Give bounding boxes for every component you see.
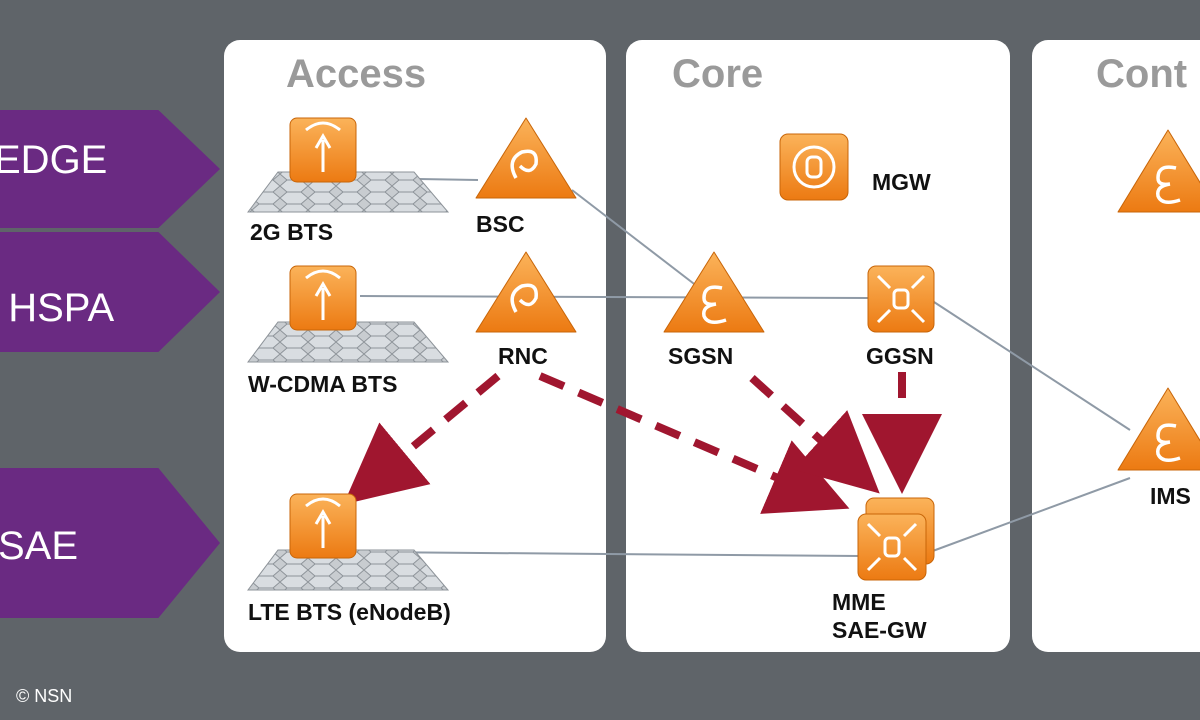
panel-title-access: Access [286, 52, 427, 96]
mme-sae-gw-icon [857, 497, 935, 581]
link-bsc-sgsn [571, 189, 703, 291]
connection-lines [359, 177, 1131, 557]
arrow-sgsn-mme [749, 375, 880, 494]
label-bsc: BSC [476, 211, 525, 237]
bts-lte-icon [247, 493, 450, 591]
bts-wcdma-icon [247, 265, 450, 363]
label-mgw: MGW [872, 169, 931, 195]
migration-arrows [343, 372, 942, 514]
rnc-icon [475, 251, 577, 333]
arrow-rnc-lte [343, 372, 501, 505]
label-mme-sae-gw: MME SAE-GW [832, 589, 927, 643]
label-sgsn: SGSN [668, 343, 734, 369]
link-wcdma-ggsn [359, 295, 869, 299]
panel-title-core: Core [672, 52, 764, 96]
mgw-icon [779, 133, 849, 201]
sgsn-icon [663, 251, 765, 333]
panel-title-control: Cont [1096, 52, 1188, 96]
ims-icon [1117, 387, 1200, 471]
label-lte-bts: LTE BTS (eNodeB) [248, 599, 451, 625]
arrow-rnc-mme [538, 372, 850, 514]
ims-top-icon [1117, 129, 1200, 213]
label-2g-bts: 2G BTS [250, 219, 334, 245]
link-mme-ims [929, 477, 1131, 553]
bsc-icon [475, 117, 577, 199]
tech-label-sae: SAE [0, 524, 79, 568]
copyright-notice: © NSN [16, 686, 73, 706]
label-ims: IMS [1150, 483, 1191, 509]
bts-2g-icon [247, 117, 450, 213]
link-lte-mme [359, 551, 861, 557]
link-ggsn-ims [933, 301, 1131, 431]
label-wcdma-bts: W-CDMA BTS [248, 371, 398, 397]
tech-label-hspa: / HSPA [0, 286, 115, 330]
tech-label-edge: EDGE [0, 138, 108, 182]
ggsn-icon [867, 265, 935, 333]
label-rnc: RNC [498, 343, 548, 369]
label-ggsn: GGSN [866, 343, 934, 369]
